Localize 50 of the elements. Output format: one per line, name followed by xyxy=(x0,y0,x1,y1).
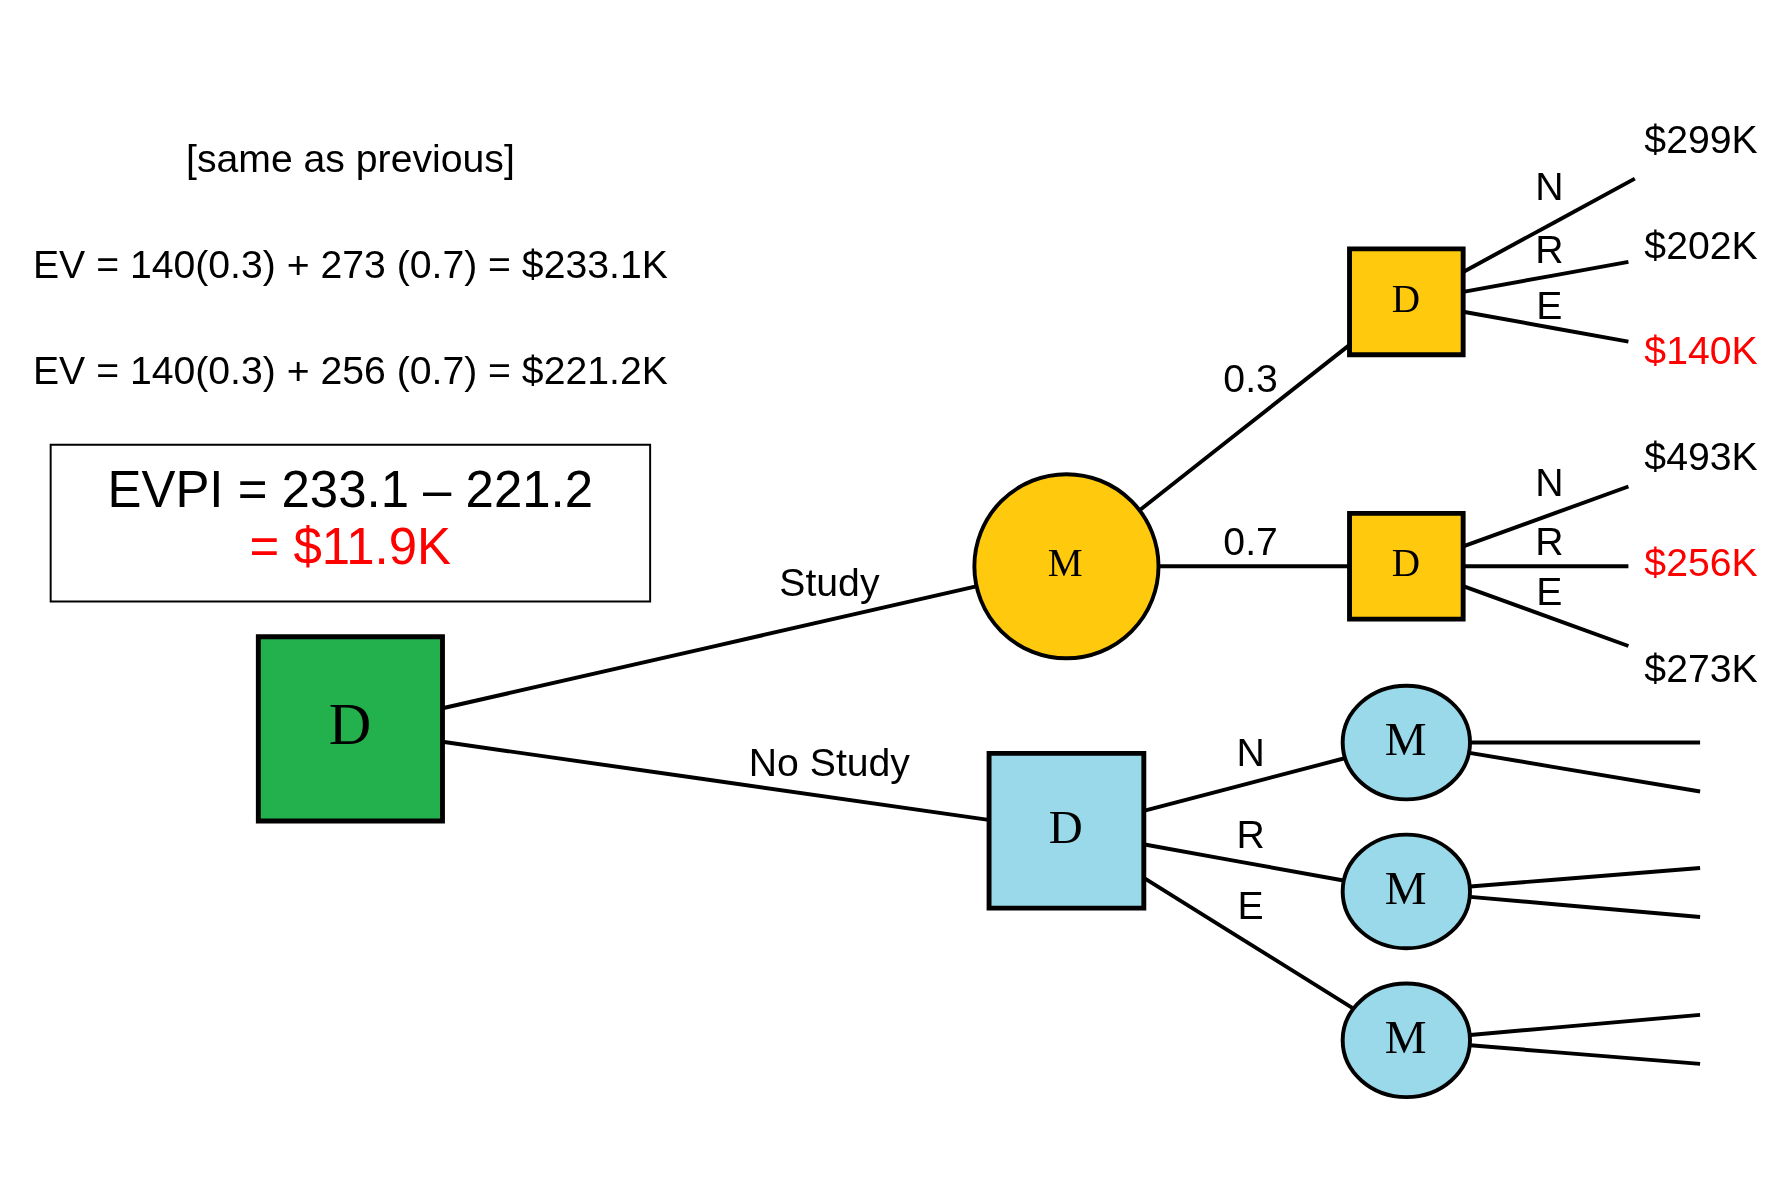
connector xyxy=(1462,259,1629,294)
label: EV = 140(0.3) + 273 (0.7) = $233.1K xyxy=(32,242,668,286)
connector xyxy=(442,739,989,822)
connector xyxy=(442,584,977,710)
node-box: D xyxy=(255,633,445,823)
edge-label: R xyxy=(1535,519,1564,562)
connector xyxy=(1144,755,1346,813)
connector xyxy=(1144,842,1344,882)
label: [same as previous] xyxy=(186,136,515,180)
connector xyxy=(1470,894,1701,919)
connector xyxy=(1462,176,1636,274)
edge-label: R xyxy=(1535,227,1564,271)
connector xyxy=(1462,583,1630,648)
edge-label: N xyxy=(1236,730,1265,774)
edge-label: 0.3 xyxy=(1223,356,1278,400)
node-box: D xyxy=(1347,510,1466,622)
node-text: $140K xyxy=(1644,328,1758,372)
edge-label: No Study xyxy=(748,740,910,784)
edge-label: R xyxy=(1236,812,1265,856)
node-text: $493K xyxy=(1644,434,1758,478)
connector xyxy=(1469,750,1701,793)
label: EV = 140(0.3) + 256 (0.7) = $221.2K xyxy=(32,348,668,392)
connector xyxy=(1138,343,1351,512)
edge-label: E xyxy=(1237,883,1264,927)
edge-label: E xyxy=(1536,283,1563,327)
node-box: D xyxy=(1347,245,1466,357)
node-box: EVPI = 233.1 – 221.2 = $11.9K xyxy=(49,443,652,602)
connector xyxy=(1463,563,1629,568)
edge-label: 0.7 xyxy=(1223,519,1278,562)
edge-label: N xyxy=(1535,164,1564,208)
connector xyxy=(1462,484,1630,548)
connector xyxy=(1143,876,1355,1010)
node-ellipse: M xyxy=(1340,683,1472,801)
connector xyxy=(1470,1012,1701,1037)
connector xyxy=(1470,1042,1701,1066)
node-ellipse: M xyxy=(1340,832,1472,950)
node-circle: M xyxy=(972,471,1161,660)
edge-label: N xyxy=(1535,460,1564,504)
connector xyxy=(1462,309,1629,344)
connector xyxy=(1470,740,1701,745)
edge-label: E xyxy=(1536,569,1563,613)
node-box: D xyxy=(986,750,1147,911)
node-ellipse: M xyxy=(1340,981,1472,1099)
node-text: $273K xyxy=(1644,646,1758,690)
node-text: $202K xyxy=(1644,223,1758,267)
node-text: $256K xyxy=(1644,540,1758,584)
node-text: $299K xyxy=(1644,117,1758,161)
edge-label: Study xyxy=(779,560,880,604)
connector xyxy=(1159,563,1350,568)
connector xyxy=(1470,865,1701,888)
